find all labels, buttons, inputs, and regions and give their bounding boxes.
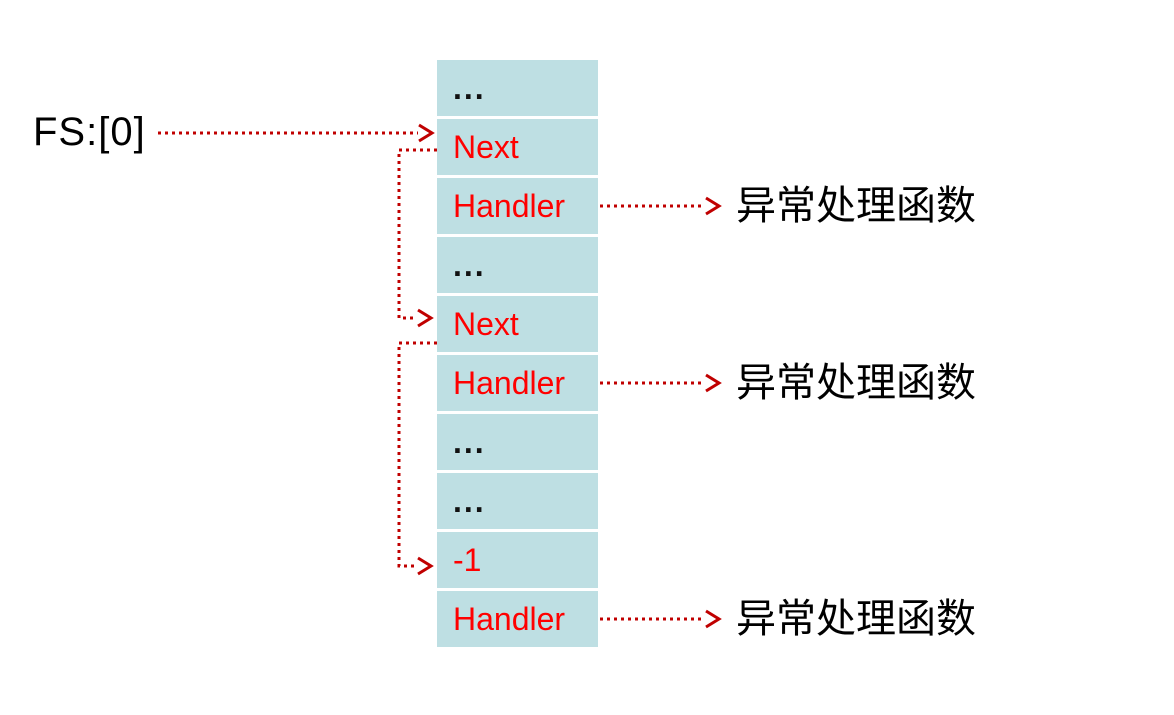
- handler-function-label: 异常处理函数: [736, 183, 976, 228]
- memory-cell-handler: Handler: [437, 355, 598, 411]
- memory-cell-handler: Handler: [437, 591, 598, 647]
- next-link-arrow-2: [397, 341, 437, 576]
- memory-cell-ellipsis: ...: [437, 60, 598, 116]
- memory-cell-ellipsis: ...: [437, 237, 598, 293]
- memory-cell-next: Next: [437, 296, 598, 352]
- memory-cell-end-marker: -1: [437, 532, 598, 588]
- handler-arrow-1: [600, 196, 722, 216]
- fs-register-label: FS:[0]: [33, 110, 146, 154]
- memory-cell-handler: Handler: [437, 178, 598, 234]
- fs-pointer-arrow: [158, 123, 435, 143]
- handler-function-label: 异常处理函数: [736, 596, 976, 641]
- next-link-arrow-1: [397, 148, 437, 328]
- memory-cell-ellipsis: ...: [437, 473, 598, 529]
- handler-function-label: 异常处理函数: [736, 360, 976, 405]
- handler-arrow-2: [600, 373, 722, 393]
- seh-chain-stack: ... Next Handler ... Next Handler ... ..…: [437, 60, 598, 647]
- memory-cell-ellipsis: ...: [437, 414, 598, 470]
- handler-arrow-3: [600, 609, 722, 629]
- memory-cell-next: Next: [437, 119, 598, 175]
